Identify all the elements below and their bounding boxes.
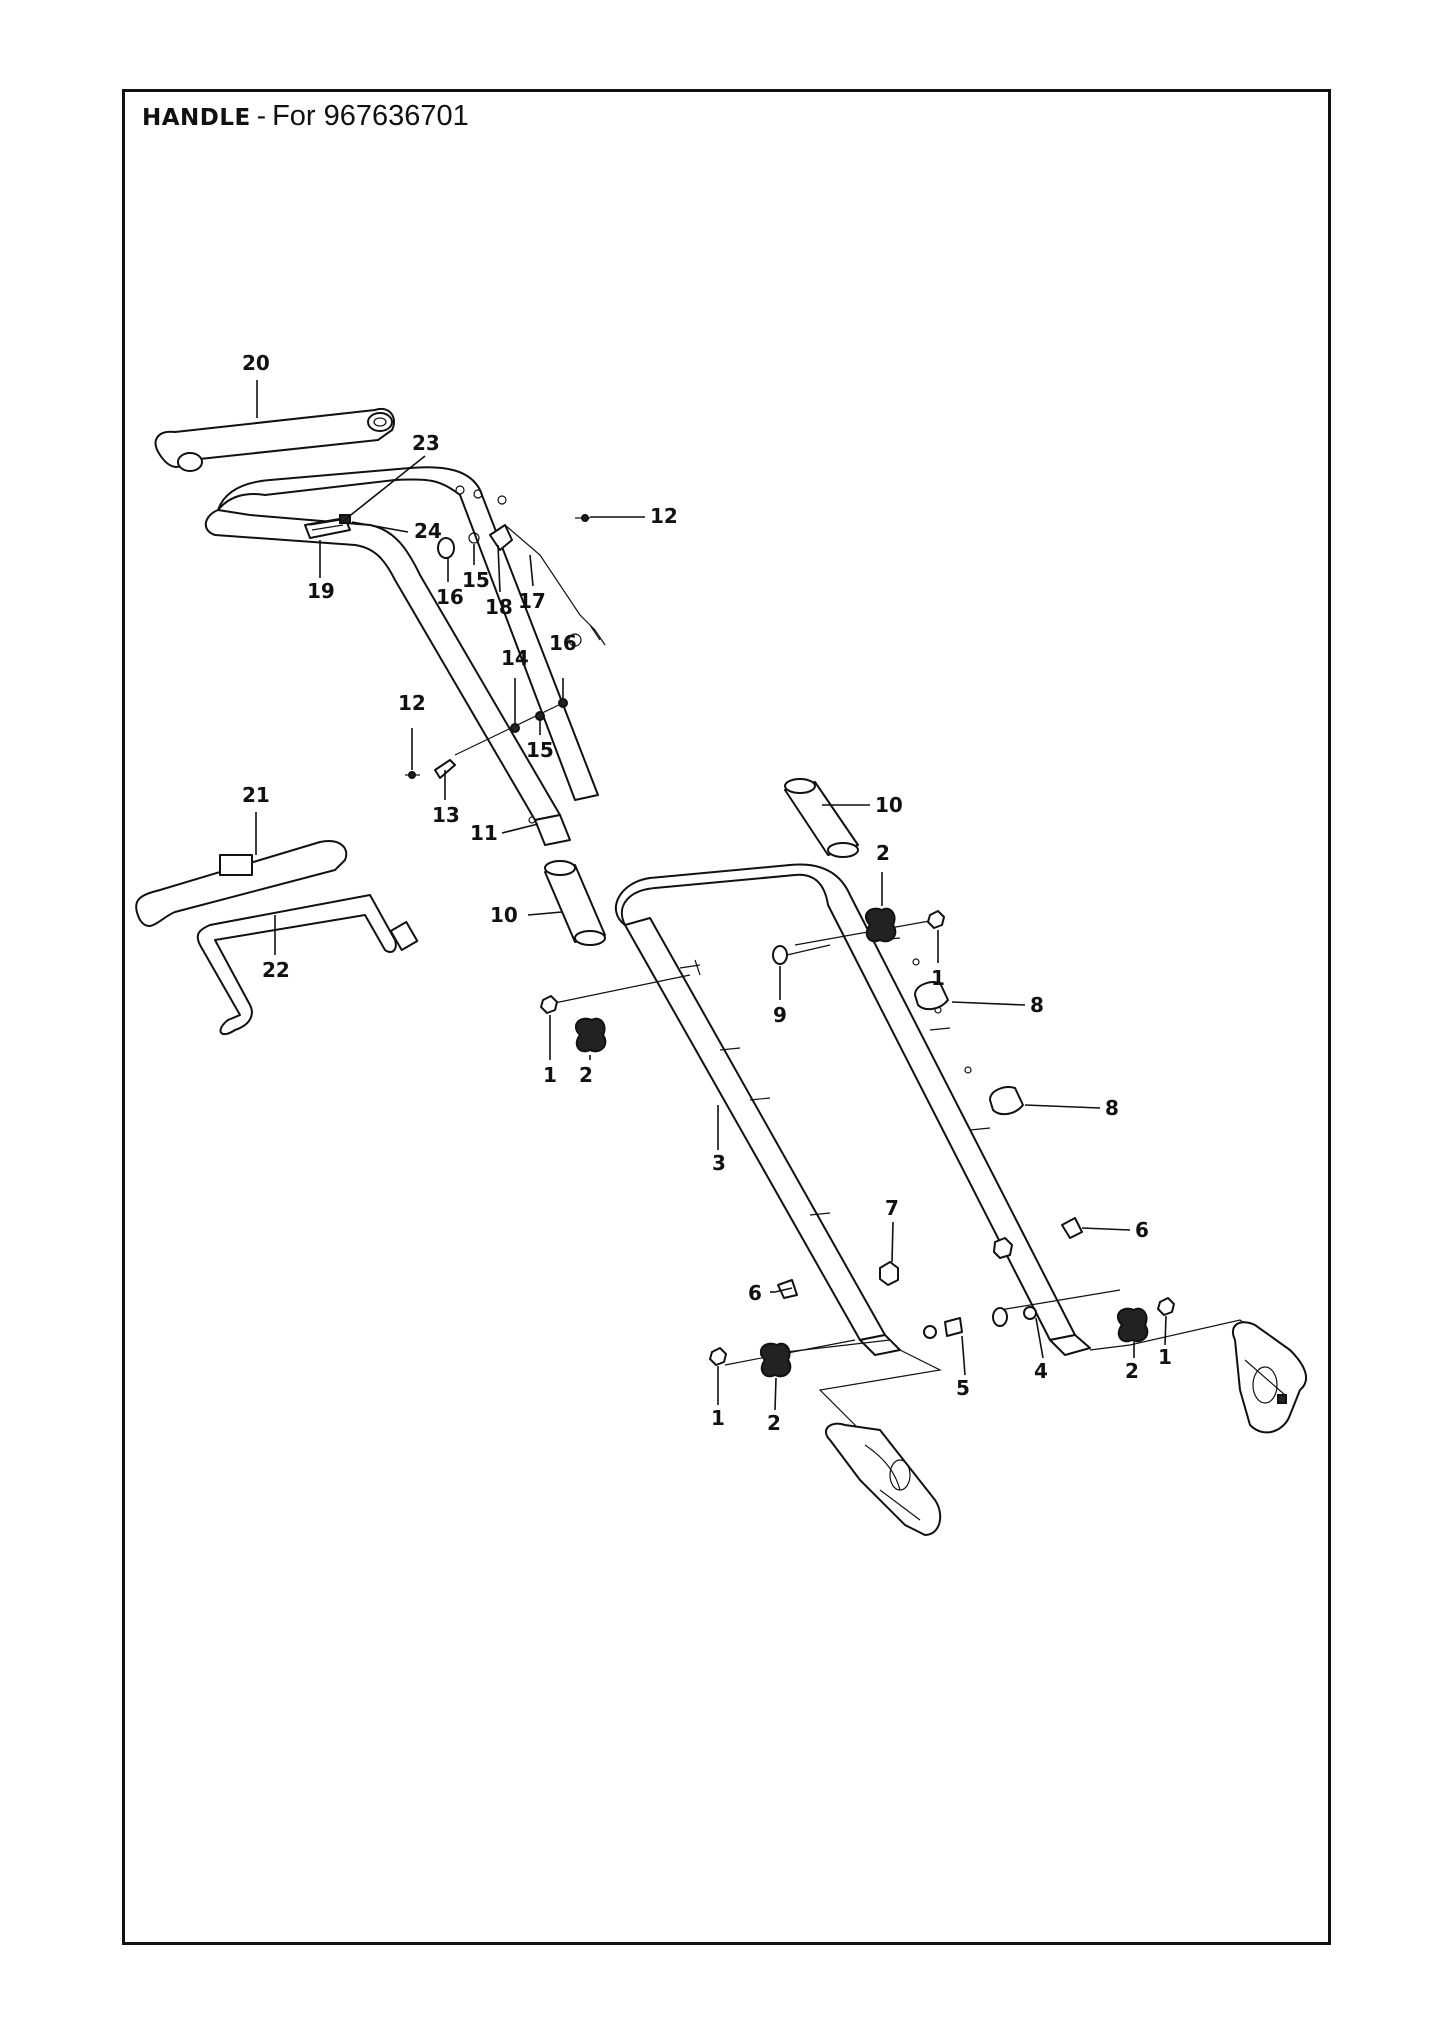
callout-8: 8 <box>1105 1096 1119 1120</box>
callout-3: 3 <box>712 1151 726 1175</box>
part-clamp-lower <box>989 1086 1024 1116</box>
part-sleeve-lower <box>544 860 606 946</box>
callout-1: 1 <box>1158 1345 1172 1369</box>
callout-10: 10 <box>875 793 903 817</box>
callout-15: 15 <box>526 738 554 762</box>
page-title: HANDLE-For 967636701 <box>142 100 469 133</box>
callout-1: 1 <box>931 966 945 990</box>
callout-9: 9 <box>773 1003 787 1027</box>
part-grip-foam <box>154 407 395 472</box>
title-model: For 967636701 <box>272 100 469 132</box>
part-knob-lower-left <box>759 1342 792 1378</box>
callout-1: 1 <box>543 1063 557 1087</box>
part-clamp-upper <box>914 981 949 1011</box>
part-bail-bar <box>135 840 348 927</box>
callout-2: 2 <box>876 841 890 865</box>
callout-18: 18 <box>485 595 513 619</box>
callout-22: 22 <box>262 958 290 982</box>
part-knob-lower-right <box>1116 1307 1149 1343</box>
callout-24: 24 <box>414 519 442 543</box>
callout-7: 7 <box>885 1196 899 1220</box>
callout-12: 12 <box>398 691 426 715</box>
leader-lines <box>255 380 1167 1411</box>
title-main: HANDLE <box>142 105 251 131</box>
callout-17: 17 <box>518 589 546 613</box>
callout-15: 15 <box>462 568 490 592</box>
part-knob-upper-right <box>864 907 897 943</box>
callout-10: 10 <box>490 903 518 927</box>
callout-6: 6 <box>748 1281 762 1305</box>
callout-4: 4 <box>1034 1359 1048 1383</box>
part-bracket-right <box>1232 1321 1308 1434</box>
callout-6: 6 <box>1135 1218 1149 1242</box>
title-separator: - <box>256 100 267 131</box>
part-pin-assembly <box>405 698 568 779</box>
callout-2: 2 <box>579 1063 593 1087</box>
callout-1: 1 <box>711 1406 725 1430</box>
part-knob-left <box>574 1017 607 1053</box>
part-sleeve-upper <box>784 778 859 858</box>
part-screws <box>777 1217 1083 1299</box>
callout-20: 20 <box>242 351 270 375</box>
callout-21: 21 <box>242 783 270 807</box>
callout-11: 11 <box>470 821 498 845</box>
callout-16: 16 <box>549 631 577 655</box>
callout-19: 19 <box>307 579 335 603</box>
callout-labels: 20 23 24 12 19 16 15 18 17 16 14 12 15 1… <box>242 351 1172 1435</box>
callout-8: 8 <box>1030 993 1044 1017</box>
callout-16: 16 <box>436 585 464 609</box>
diagram-frame <box>122 89 1331 1945</box>
part-bail-rod <box>196 894 419 1036</box>
part-cable-small-parts <box>437 514 606 647</box>
callout-5: 5 <box>956 1376 970 1400</box>
part-bolts <box>679 944 1037 1339</box>
part-bracket-left <box>825 1422 942 1536</box>
part-upper-handle <box>204 466 599 846</box>
part-nuts <box>540 910 1175 1366</box>
callout-12: 12 <box>650 504 678 528</box>
callout-2: 2 <box>1125 1359 1139 1383</box>
callout-13: 13 <box>432 803 460 827</box>
callout-2: 2 <box>767 1411 781 1435</box>
callout-23: 23 <box>412 431 440 455</box>
callout-14: 14 <box>501 646 529 670</box>
